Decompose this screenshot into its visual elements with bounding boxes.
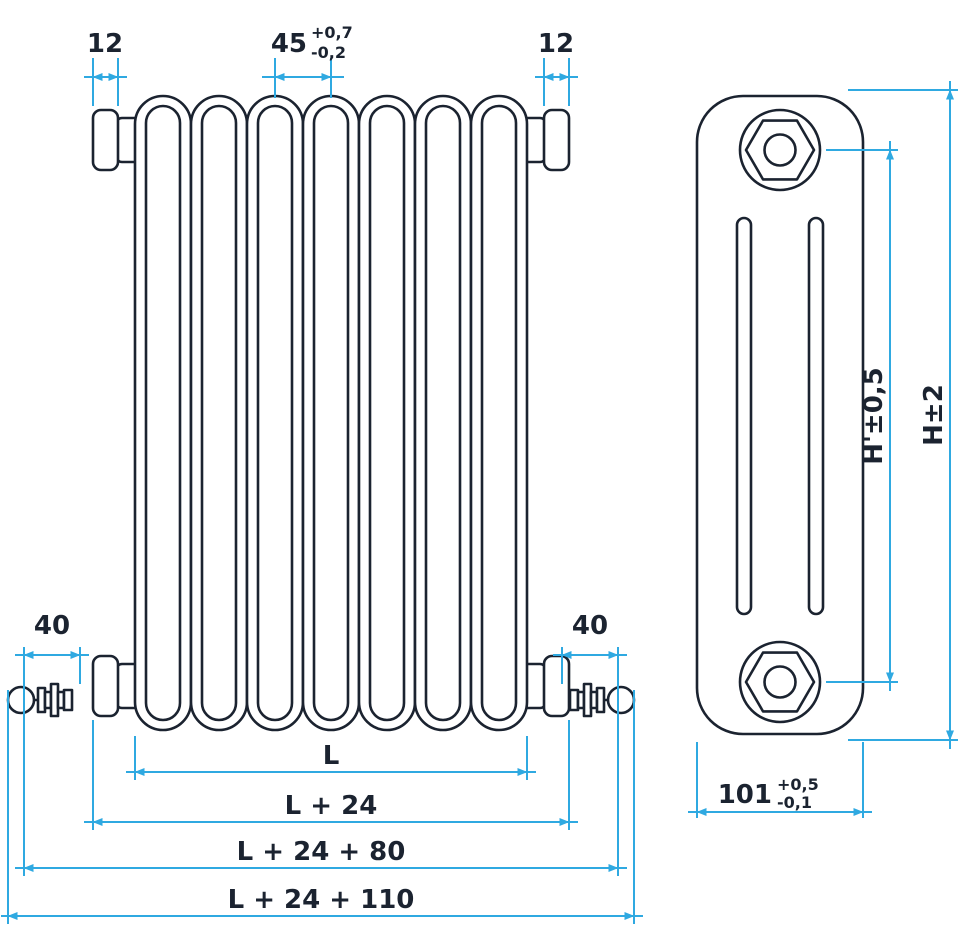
dimensions: 12 45 +0,7 -0,2 12 40 [1, 23, 958, 924]
dim-height-overall: H±2 [848, 81, 958, 749]
right-valve [568, 682, 636, 718]
tube-section-inner [144, 104, 182, 722]
dim-label: L + 24 [285, 791, 378, 821]
dim-valve-right: 40 [553, 611, 627, 876]
dim-collector-right: 12 [535, 29, 578, 106]
dim-label: 40 [572, 611, 608, 641]
left-valve [6, 682, 74, 718]
valve-ball [6, 685, 36, 715]
bushing-outer-circle [738, 640, 822, 724]
dim-tolerance-minus: -0,1 [777, 793, 812, 812]
bottom-bushing [738, 640, 822, 724]
side-body [695, 94, 865, 736]
dim-label: 101 [718, 780, 772, 810]
tube-section-inner [256, 104, 294, 722]
dim-label: 45 [271, 29, 307, 59]
column-groove [807, 216, 825, 616]
dim-label: 40 [34, 611, 70, 641]
tube-section-outer [469, 94, 529, 732]
radiator-front-view [6, 94, 636, 732]
tube-section-inner [480, 104, 518, 722]
tube-section-outer [357, 94, 417, 732]
bushing-hex-nut [744, 651, 816, 713]
bushing-bore [763, 665, 797, 699]
radiator-side-view [695, 94, 865, 736]
tube-section-outer [133, 94, 193, 732]
cap-flange [91, 654, 120, 718]
dim-collector-left: 12 [84, 29, 127, 106]
valve-nut-rib [62, 688, 74, 712]
top-left-cap [91, 108, 142, 172]
tube-section-outer [301, 94, 361, 732]
valve-ball [606, 685, 636, 715]
dim-label: H'±0,5 [859, 367, 889, 465]
dim-length-caps: L + 24 [84, 720, 578, 830]
tube-section-outer [413, 94, 473, 732]
bottom-left-cap [91, 654, 142, 718]
dim-valve-left: 40 [15, 611, 89, 876]
tube-section-inner [200, 104, 238, 722]
dim-height-axis: H'±0,5 [826, 141, 898, 691]
tube-section-inner [424, 104, 462, 722]
tube-section-inner [312, 104, 350, 722]
dim-label: L + 24 + 80 [237, 837, 406, 867]
dim-label: 12 [538, 29, 574, 59]
dim-tolerance-minus: -0,2 [311, 43, 346, 62]
tube-section-inner [368, 104, 406, 722]
dim-label: 12 [87, 29, 123, 59]
top-right-cap [520, 108, 571, 172]
bushing-bore [763, 133, 797, 167]
dim-label: H±2 [919, 384, 949, 446]
dim-label: L [323, 741, 340, 771]
valve-nut-rib [595, 686, 606, 714]
cap-flange [91, 108, 120, 172]
dim-length-overall: L + 24 + 110 [1, 690, 643, 924]
bushing-outer-circle [738, 108, 822, 192]
dim-length-valves: L + 24 + 80 [15, 837, 627, 872]
top-bushing [738, 108, 822, 192]
dim-tolerance-plus: +0,7 [311, 23, 353, 42]
bushing-hex-nut [744, 119, 816, 181]
tube-section-outer [189, 94, 249, 732]
dim-depth: 101 +0,5 -0,1 [688, 742, 872, 818]
dim-length: L [126, 736, 536, 780]
cap-flange [542, 108, 571, 172]
column-groove [735, 216, 753, 616]
column-slots [735, 216, 825, 616]
dim-tolerance-plus: +0,5 [777, 775, 819, 794]
tube-sections [133, 94, 529, 732]
dim-label: L + 24 + 110 [228, 885, 415, 915]
tube-section-outer [245, 94, 305, 732]
cap-flange [542, 654, 571, 718]
dim-section-pitch: 45 +0,7 -0,2 [262, 23, 353, 98]
